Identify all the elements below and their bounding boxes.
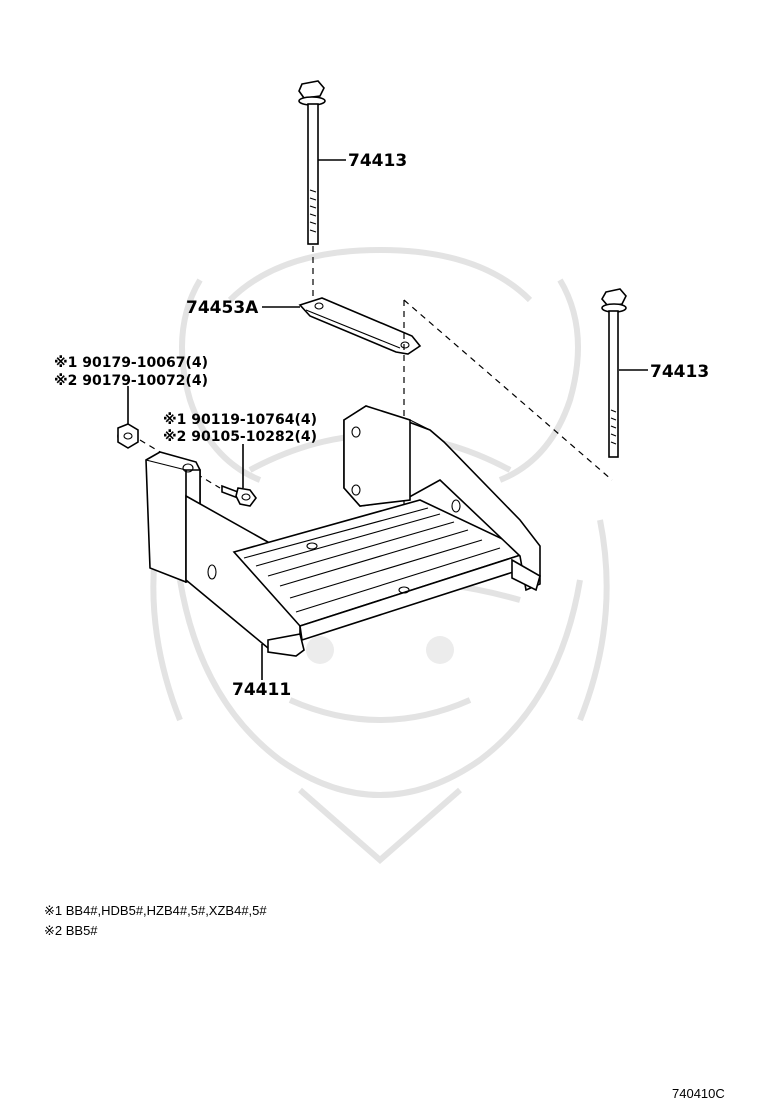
nut-90179[interactable] bbox=[117, 423, 139, 449]
clamp-74453A[interactable] bbox=[298, 297, 422, 355]
bolt-74413-right[interactable] bbox=[601, 288, 627, 458]
label-bolt-1: ※1 90119-10764(4) bbox=[163, 412, 317, 428]
figure-code: 740410C bbox=[672, 1086, 725, 1101]
applicability-note-1: ※1 BB4#,HDB5#,HZB4#,5#,XZB4#,5# bbox=[44, 903, 267, 918]
label-nut-1: ※1 90179-10067(4) bbox=[54, 355, 208, 371]
label-74413-right: 74413 bbox=[650, 362, 709, 382]
label-74411: 74411 bbox=[232, 680, 291, 700]
applicability-note-2: ※2 BB5# bbox=[44, 923, 98, 938]
label-bolt-2: ※2 90105-10282(4) bbox=[163, 429, 317, 445]
label-74453A: 74453A bbox=[186, 298, 259, 318]
label-74413-top: 74413 bbox=[348, 151, 407, 171]
battery-carrier-74411[interactable] bbox=[145, 405, 541, 657]
bolt-74413-top[interactable] bbox=[298, 80, 326, 245]
label-nut-2: ※2 90179-10072(4) bbox=[54, 373, 208, 389]
bolt-90119[interactable] bbox=[221, 484, 257, 507]
